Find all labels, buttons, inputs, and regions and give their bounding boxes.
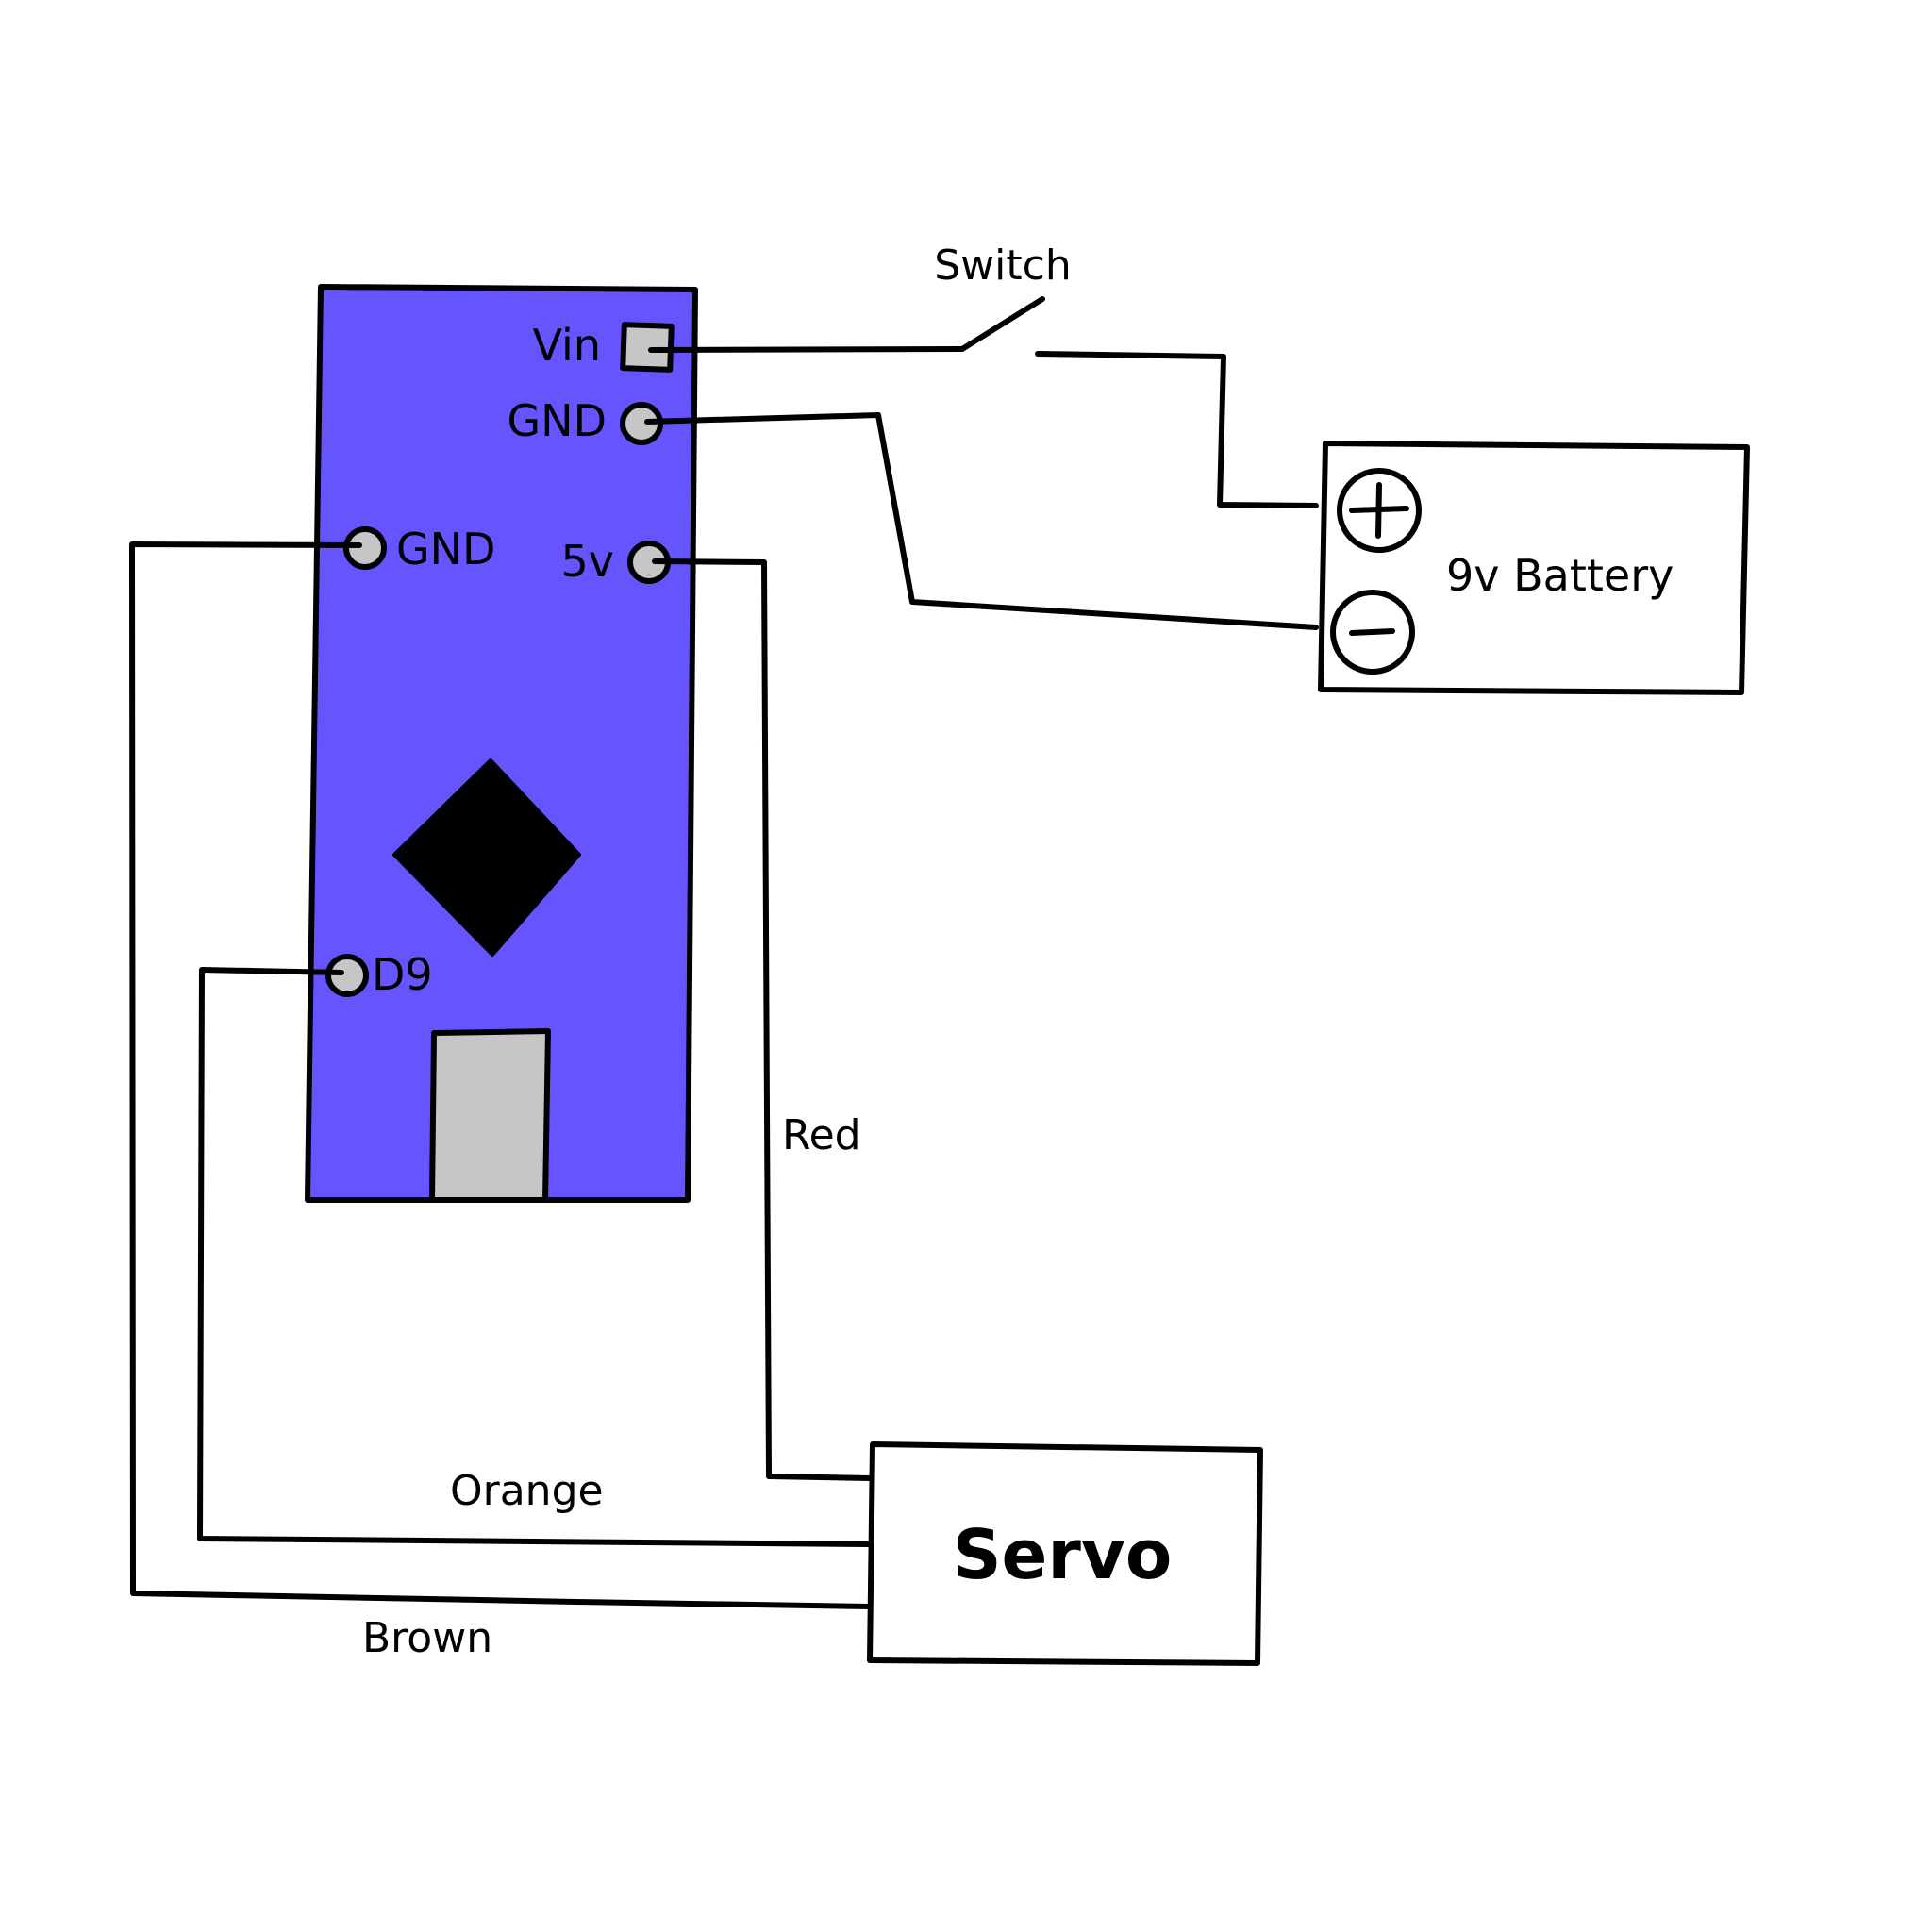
switch-to-battery-wire: [1035, 351, 1319, 508]
microcontroller-board: [305, 284, 698, 1203]
servo-label: Servo: [953, 1515, 1173, 1594]
gnd-battery-wire: [644, 412, 1319, 630]
battery: 9v Battery: [1318, 441, 1750, 695]
board-body: [305, 284, 698, 1203]
battery-negative-icon: [1330, 590, 1415, 675]
red-wire-label: Red: [782, 1111, 861, 1159]
switch-lever: [959, 296, 1045, 352]
d9-pin-label: D9: [372, 949, 433, 1000]
brown-wire: [129, 541, 873, 1609]
battery-positive-icon: [1337, 468, 1422, 553]
orange-wire: [197, 967, 873, 1547]
gnd-left-pin-label: GND: [396, 524, 495, 575]
servo-body: [867, 1441, 1263, 1666]
5v-pin-label: 5v: [561, 536, 615, 587]
switch-label: Switch: [934, 242, 1071, 290]
red-wire: [652, 558, 873, 1481]
vin-wire: [648, 346, 965, 353]
d9-pin: [325, 954, 369, 997]
orange-wire-label: Orange: [450, 1467, 604, 1515]
battery-label: 9v Battery: [1446, 550, 1674, 601]
chip-icon: [392, 758, 581, 957]
battery-body: [1318, 441, 1750, 695]
servo: Servo: [867, 1441, 1263, 1666]
brown-wire-label: Brown: [362, 1614, 492, 1662]
usb-port-icon: [429, 1028, 551, 1203]
gnd-top-pin-label: GND: [508, 395, 607, 446]
vin-pin-label: Vin: [533, 320, 601, 371]
gnd-left-pin: [343, 526, 387, 570]
